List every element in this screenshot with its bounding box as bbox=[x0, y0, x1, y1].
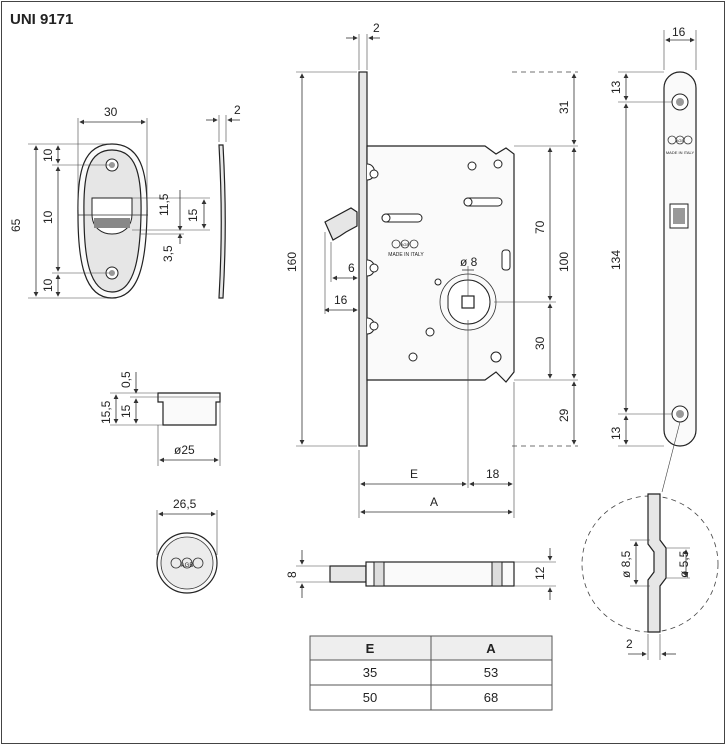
dim-detail-thk: 2 bbox=[626, 637, 633, 651]
table-cell: 68 bbox=[484, 690, 498, 705]
escutcheon-profile: 2 bbox=[206, 103, 241, 299]
dim-esc-width: 30 bbox=[104, 105, 118, 119]
dim-70: 70 bbox=[533, 220, 547, 234]
dim-A: A bbox=[430, 495, 438, 509]
escutcheon-plate bbox=[77, 143, 148, 299]
lock-body: AGB MADE IN ITALY bbox=[324, 71, 515, 447]
dim-fp-13-bot: 13 bbox=[609, 426, 623, 440]
dim-fp-13-top: 13 bbox=[609, 80, 623, 94]
faceplate-made-in: MADE IN ITALY bbox=[666, 150, 695, 155]
body-made-in: MADE IN ITALY bbox=[388, 252, 424, 258]
table-cell: 53 bbox=[484, 665, 498, 680]
drawing-title: UNI 9171 bbox=[10, 11, 73, 28]
table-cell: 50 bbox=[363, 690, 377, 705]
faceplate-dims: 16 13 134 13 bbox=[609, 25, 697, 447]
dim-31: 31 bbox=[557, 100, 571, 114]
dim-esc-slot-a: 11,5 bbox=[157, 193, 171, 216]
dim-rosette-dia: 26,5 bbox=[173, 497, 197, 511]
dim-spindle-12: 12 bbox=[533, 566, 547, 580]
cup-profile: 0,5 15,5 15 ø25 bbox=[99, 371, 221, 466]
dim-body-height: 160 bbox=[285, 252, 299, 272]
dim-square: ø 8 bbox=[460, 255, 478, 269]
rosette: AGB 26,5 bbox=[156, 497, 218, 594]
dim-plate-thk: 2 bbox=[373, 21, 380, 35]
spindle: 8 12 bbox=[285, 548, 556, 600]
dim-cup-inner: 15 bbox=[119, 404, 133, 418]
body-logo: AGB bbox=[401, 242, 410, 247]
dimension-table: E A 35 53 50 68 bbox=[309, 635, 553, 711]
dim-6: 6 bbox=[348, 261, 355, 275]
dim-fp-134: 134 bbox=[609, 250, 623, 270]
escutcheon-dims: 30 65 10 10 10 11,5 15 3,5 bbox=[9, 105, 210, 299]
detail-view: ø 8,5 ø 5,5 2 bbox=[581, 421, 719, 660]
faceplate-logo: AGB bbox=[676, 138, 685, 143]
dim-30: 30 bbox=[533, 336, 547, 350]
dim-spindle-8: 8 bbox=[285, 571, 299, 578]
dim-cup-dia: ø25 bbox=[174, 443, 195, 457]
table-header-E: E bbox=[366, 641, 375, 656]
dim-esc-thk: 2 bbox=[234, 103, 241, 117]
dim-100: 100 bbox=[557, 252, 571, 272]
dim-esc-bot: 10 bbox=[41, 278, 55, 292]
dim-cup-outer: 15,5 bbox=[99, 400, 113, 424]
dim-cup-lip: 0,5 bbox=[119, 371, 133, 388]
table-cell: 35 bbox=[363, 665, 377, 680]
lock-body-dims: 2 160 6 16 ø 8 E 18 A 31 70 100 bbox=[285, 21, 578, 518]
dim-esc-slot-b: 15 bbox=[186, 208, 200, 222]
dim-esc-slot-c: 3,5 bbox=[161, 245, 175, 262]
dim-esc-height: 65 bbox=[9, 218, 23, 232]
rosette-logo: AGB bbox=[181, 563, 194, 569]
dim-29: 29 bbox=[557, 408, 571, 422]
dim-E: E bbox=[410, 467, 418, 481]
dim-fp-width: 16 bbox=[672, 25, 686, 39]
dim-18: 18 bbox=[486, 467, 500, 481]
faceplate: AGB MADE IN ITALY bbox=[663, 71, 697, 447]
dim-detail-85: ø 8,5 bbox=[619, 550, 633, 578]
table-header-A: A bbox=[486, 641, 496, 656]
dim-detail-55: ø 5,5 bbox=[677, 550, 691, 578]
dim-esc-mid: 10 bbox=[41, 210, 55, 224]
dim-esc-top: 10 bbox=[41, 148, 55, 162]
dim-16: 16 bbox=[334, 293, 348, 307]
